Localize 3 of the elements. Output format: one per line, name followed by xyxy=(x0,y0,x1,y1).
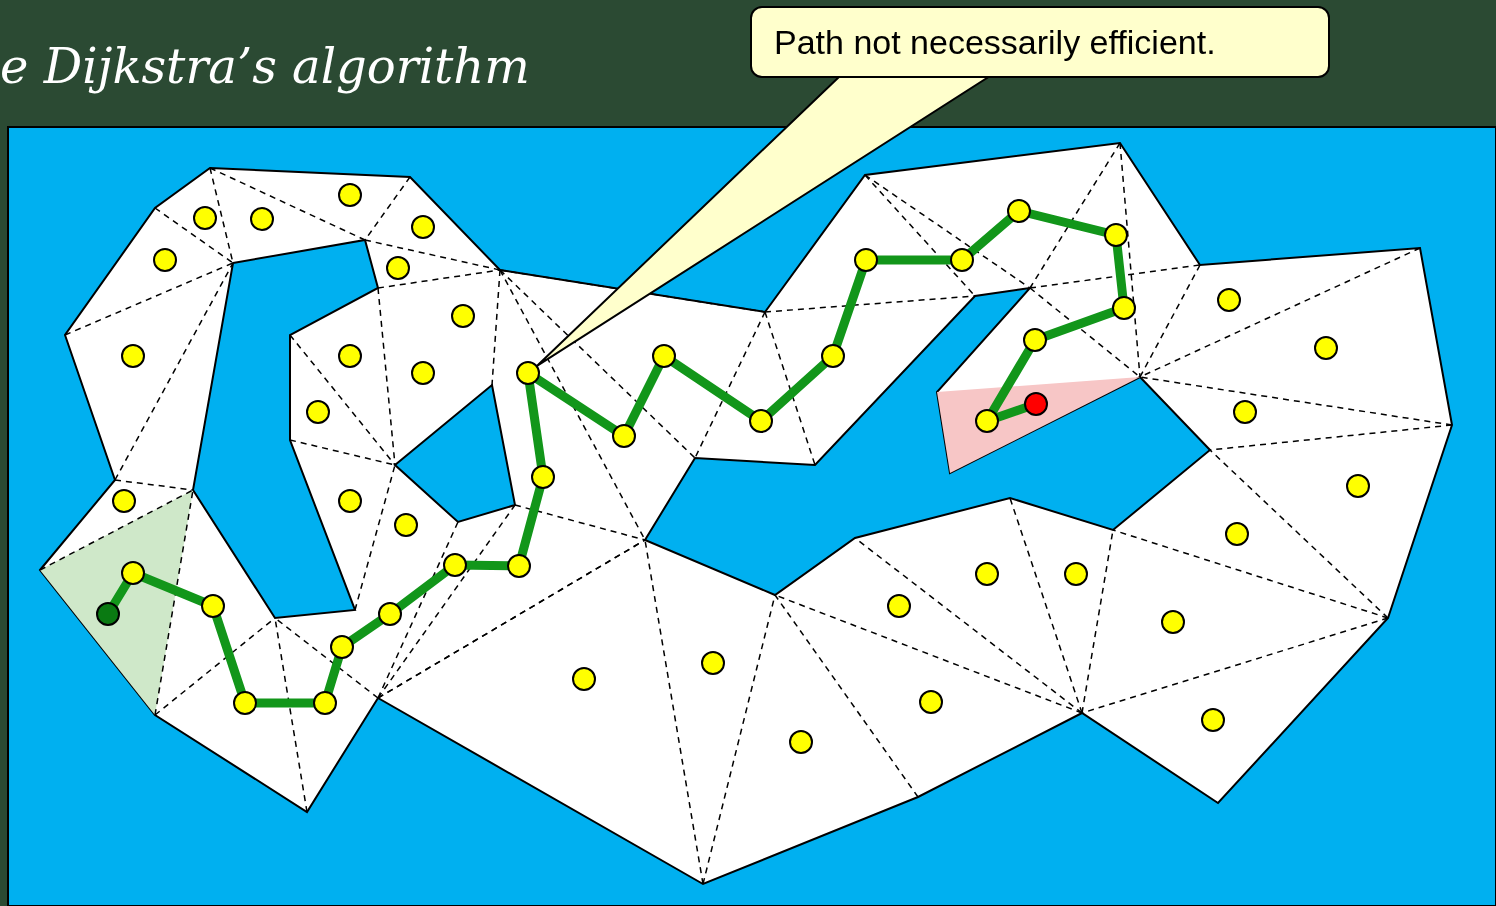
callout-bubble xyxy=(750,6,1330,78)
title: e Dijkstra’s algorithm xyxy=(0,38,530,94)
callout-text: Path not necessarily efficient. xyxy=(774,22,1216,62)
